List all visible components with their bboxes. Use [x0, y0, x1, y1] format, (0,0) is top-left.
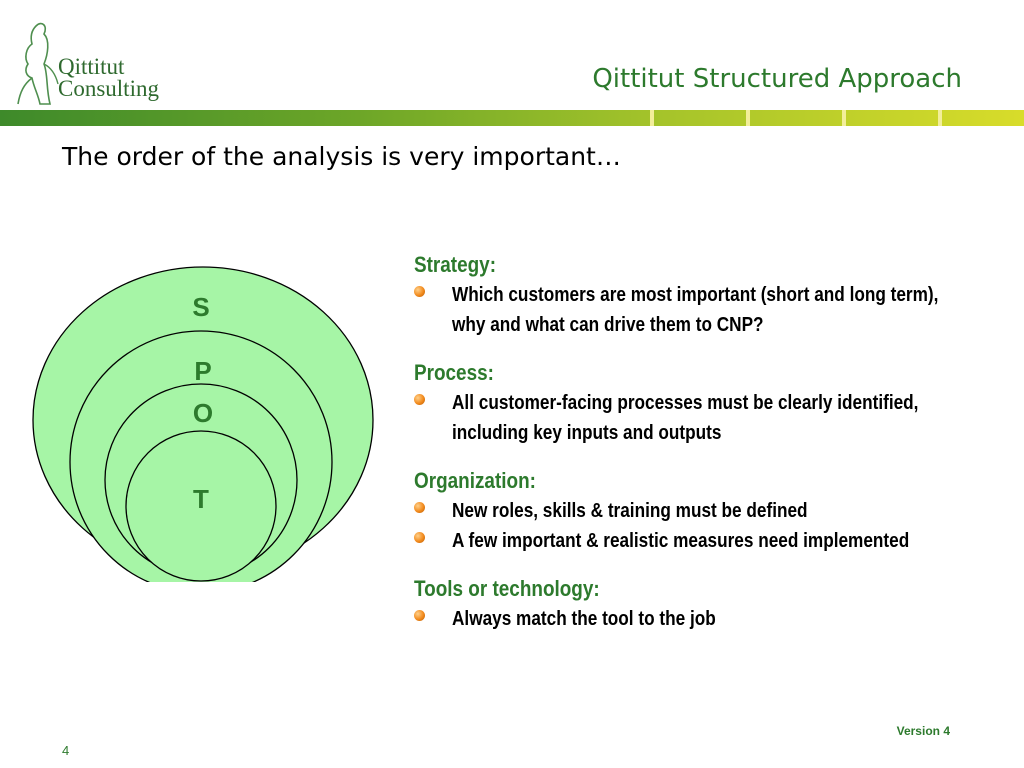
company-logo: Qittitut Consulting — [14, 18, 184, 108]
header-band — [0, 110, 1024, 126]
bullet-text: Which customers are most important (shor… — [452, 284, 939, 336]
logo-text-line-1: Qittitut — [58, 54, 125, 79]
bullet-text: A few important & realistic measures nee… — [452, 530, 910, 552]
bullet-item: A few important & realistic measures nee… — [414, 526, 974, 556]
slide-subtitle: The order of the analysis is very import… — [62, 142, 621, 171]
section-title: Strategy: — [414, 252, 497, 277]
letter-t: T — [193, 484, 209, 514]
bullet-dot-icon — [414, 610, 425, 621]
spot-descriptions: Strategy: Which customers are most impor… — [414, 250, 974, 652]
bullet-dot-icon — [414, 502, 425, 513]
circle-technology — [125, 430, 277, 582]
bullet-text: New roles, skills & training must be def… — [452, 500, 808, 522]
letter-s: S — [192, 292, 209, 322]
page-number: 4 — [62, 743, 70, 758]
section-organization: Organization: New roles, skills & traini… — [414, 466, 974, 556]
bullet-text: All customer-facing processes must be cl… — [452, 392, 919, 444]
bullet-dot-icon — [414, 532, 425, 543]
letter-p: P — [194, 356, 211, 386]
header-title: Qittitut Structured Approach — [592, 64, 962, 94]
section-tools: Tools or technology: Always match the to… — [414, 574, 974, 634]
spot-circles-diagram: S P O T — [32, 266, 374, 582]
section-title: Tools or technology: — [414, 576, 600, 601]
bullet-item: Which customers are most important (shor… — [414, 280, 974, 340]
inukshuk-figure-icon — [17, 22, 59, 105]
section-strategy: Strategy: Which customers are most impor… — [414, 250, 974, 340]
section-process: Process: All customer-facing processes m… — [414, 358, 974, 448]
bullet-item: Always match the tool to the job — [414, 604, 974, 634]
version-label: Version 4 — [896, 724, 950, 738]
letter-o: O — [193, 398, 213, 428]
logo-text-line-2: Consulting — [58, 76, 159, 101]
bullet-text: Always match the tool to the job — [452, 608, 716, 630]
section-title: Process: — [414, 360, 494, 385]
section-title: Organization: — [414, 468, 536, 493]
bullet-dot-icon — [414, 394, 425, 405]
bullet-item: New roles, skills & training must be def… — [414, 496, 974, 526]
bullet-dot-icon — [414, 286, 425, 297]
bullet-item: All customer-facing processes must be cl… — [414, 388, 974, 448]
